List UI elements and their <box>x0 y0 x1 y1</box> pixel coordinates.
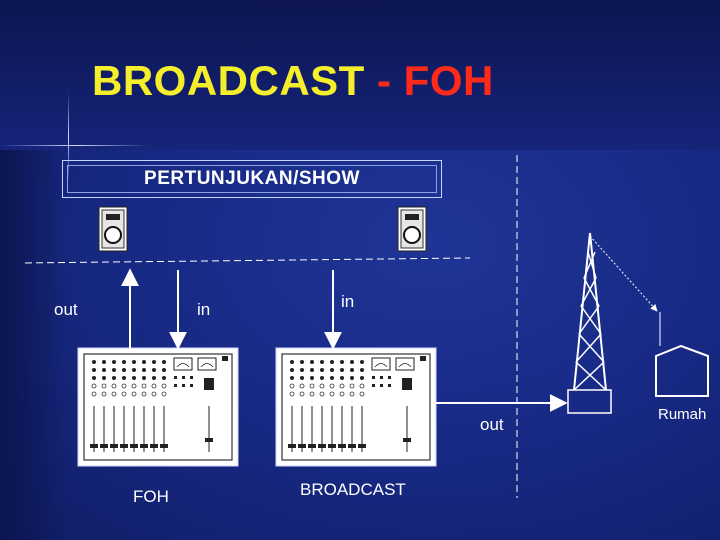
speaker-icon <box>397 206 427 252</box>
title-separator: - <box>377 57 392 104</box>
foh-mixer-label: FOH <box>133 487 169 506</box>
show-stage-label: PERTUNJUKAN/SHOW <box>144 168 360 189</box>
title-part-broadcast: BROADCAST <box>92 57 365 104</box>
decorative-horizontal-line <box>0 145 150 146</box>
broadcast-signal-line <box>589 235 658 312</box>
stage-boundary-line <box>24 257 471 264</box>
broadcast-out-label: out <box>480 415 504 434</box>
foh-out-label: out <box>54 300 78 319</box>
decorative-vertical-line <box>68 92 69 182</box>
mixing-console-icon <box>77 347 239 467</box>
side-band <box>0 150 68 540</box>
slide-title: BROADCAST - FOH <box>92 60 494 102</box>
house-label: Rumah <box>658 406 707 423</box>
header-band <box>0 0 720 150</box>
house-icon <box>655 312 709 397</box>
title-part-foh: FOH <box>403 57 494 104</box>
speaker-icon <box>98 206 128 252</box>
broadcast-in-label: in <box>341 292 355 311</box>
mixing-console-icon <box>275 347 437 467</box>
foh-in-label: in <box>197 300 211 319</box>
broadcast-mixer-label: BROADCAST <box>300 480 406 499</box>
show-stage-box: PERTUNJUKAN/SHOW <box>62 160 442 198</box>
transmission-tower-icon <box>567 232 612 414</box>
